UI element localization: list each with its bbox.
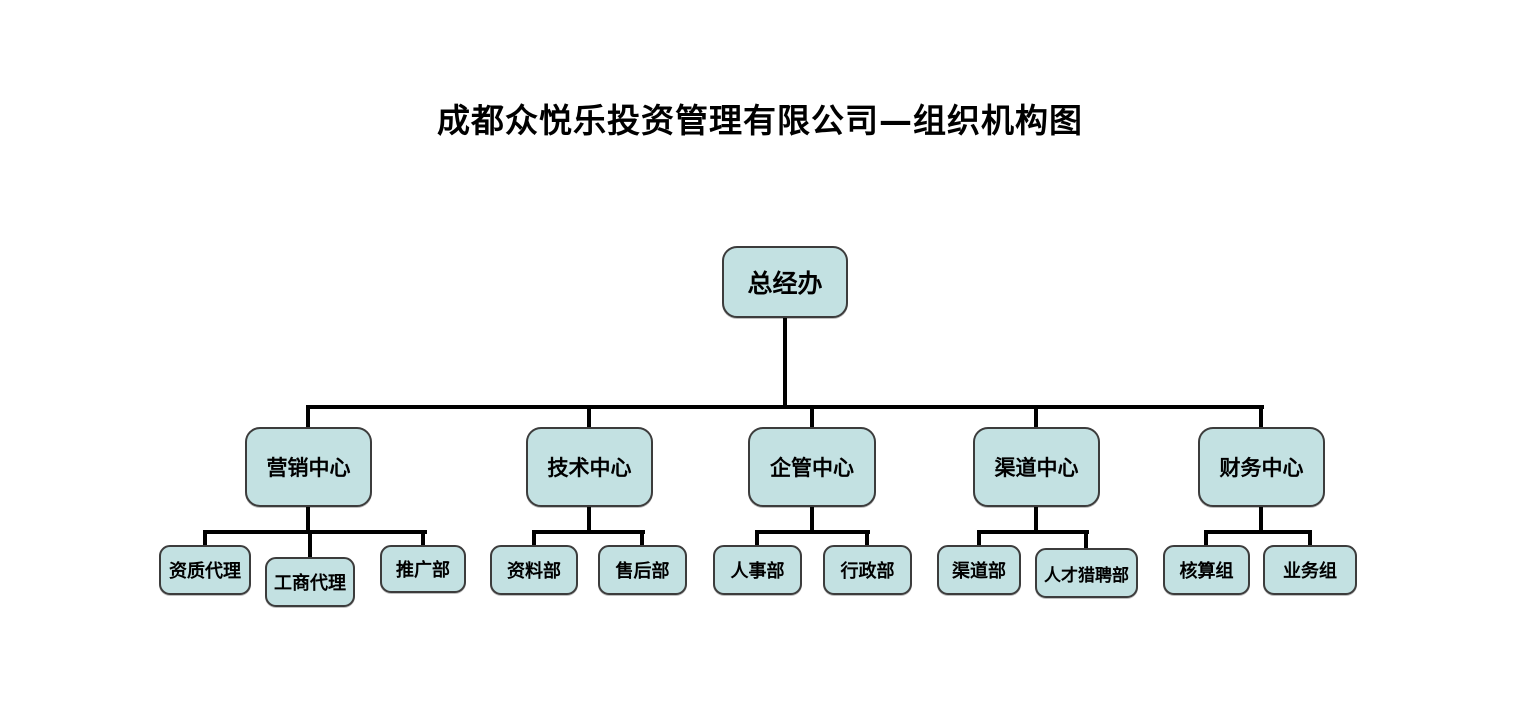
node-technology-center: 技术中心 [526,427,653,507]
connector-center-stub-technology [587,405,591,431]
node-documentation-dept: 资料部 [490,545,578,595]
connector-group-stub-marketing [306,505,310,534]
node-general-office: 总经办 [722,246,848,318]
connector-center-stub-enterprise [810,405,814,431]
node-administration-dept: 行政部 [823,545,912,595]
connector-center-stub-marketing [306,405,310,431]
connector-group-bus-technology [532,530,645,534]
connector-dept-stub-talent [1084,530,1088,552]
connector-group-stub-finance [1259,505,1263,534]
connector-dept-stub-qualification [203,530,207,549]
node-enterprise-mgmt-center: 企管中心 [748,427,876,507]
node-channel-dept: 渠道部 [937,545,1021,595]
node-promotion-dept: 推广部 [380,545,466,593]
connector-main-bus [306,405,1264,409]
connector-group-bus-enterprise [755,530,870,534]
connector-dept-stub-documentation [532,530,536,549]
connector-group-stub-enterprise [810,505,814,534]
node-talent-recruiting-dept: 人才猎聘部 [1035,548,1138,598]
node-after-sales-dept: 售后部 [598,545,687,595]
connector-dept-stub-channel-dept [977,530,981,549]
node-hr-dept: 人事部 [713,545,802,595]
connector-group-stub-technology [587,505,591,534]
connector-dept-stub-business-group [1308,530,1312,549]
connector-center-stub-finance [1259,405,1263,431]
chart-title: 成都众悦乐投资管理有限公司—组织机构图 [437,101,1083,140]
connector-dept-stub-accounting [1204,530,1208,549]
node-qualification-agency: 资质代理 [159,545,251,595]
connector-dept-stub-promotion [421,530,425,549]
connector-dept-stub-business-registration [308,530,312,561]
node-business-group: 业务组 [1263,545,1357,595]
node-marketing-center: 营销中心 [245,427,372,507]
connector-group-stub-channel [1034,505,1038,534]
connector-group-bus-finance [1204,530,1312,534]
connector-dept-stub-administration [865,530,869,549]
connector-group-bus-channel [977,530,1089,534]
node-accounting-group: 核算组 [1163,545,1250,595]
node-finance-center: 财务中心 [1198,427,1325,507]
connector-root-stub [783,316,787,409]
connector-group-bus-marketing [203,530,427,534]
node-business-registration-agency: 工商代理 [265,557,355,607]
connector-dept-stub-after-sales [640,530,644,549]
connector-center-stub-channel [1034,405,1038,431]
node-channel-center: 渠道中心 [973,427,1100,507]
connector-dept-stub-hr [755,530,759,549]
